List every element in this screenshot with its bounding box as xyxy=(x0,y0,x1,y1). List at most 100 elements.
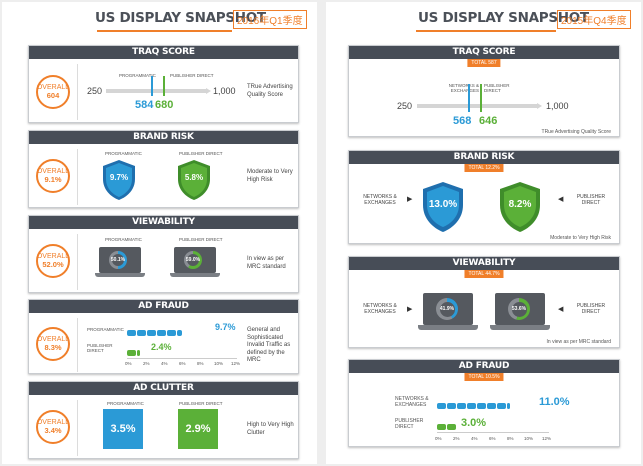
right-traq-header: TRAQ SCORE xyxy=(349,46,619,59)
prog-robot-row xyxy=(127,324,183,342)
robot-icon xyxy=(507,402,510,409)
scale-rail xyxy=(106,89,206,93)
pub-label: PUBLISHER DIRECT xyxy=(179,401,223,406)
robot-icon xyxy=(437,402,446,409)
pub-value: 59.0% xyxy=(186,254,200,266)
right-traq-total: TOTAL 587 xyxy=(467,59,501,67)
right-view-header: VIEWABILITY xyxy=(349,257,619,270)
arrow-left-icon: ◀ xyxy=(558,306,564,313)
overall-label: OVERALL xyxy=(36,419,70,427)
net-value: 41.9% xyxy=(439,301,455,317)
robot-icon xyxy=(477,402,486,409)
left-brand-card: BRAND RISK OVERALL 9.1% PROGRAMMATIC PUB… xyxy=(28,130,299,208)
tick: 4% xyxy=(161,361,168,366)
overall-value: 52.0% xyxy=(42,259,64,269)
pub-label: PUBLISHER DIRECT xyxy=(87,343,113,353)
prog-laptop-base xyxy=(95,273,145,277)
tick: 12% xyxy=(542,436,552,441)
right-title-underline xyxy=(416,30,556,32)
divider xyxy=(77,64,78,120)
overall-value: 3.4% xyxy=(44,425,62,435)
scale-rail xyxy=(417,104,537,108)
pub-label: PUBLISHER DIRECT xyxy=(576,303,606,316)
tick: 10% xyxy=(214,361,224,366)
tick: 10% xyxy=(524,436,534,441)
scale-max: 1,000 xyxy=(546,101,569,111)
fraud-axis xyxy=(127,358,237,359)
pub-value: 3.0% xyxy=(461,417,487,429)
tick: 0% xyxy=(435,436,442,441)
prog-shield-icon xyxy=(103,160,135,200)
left-clutter-header: AD CLUTTER xyxy=(29,382,298,395)
robot-icon xyxy=(457,402,466,409)
pub-label: PUBLISHER DIRECT xyxy=(179,237,223,242)
left-traq-card: TRAQ SCORE OVERALL 604 PROGRAMMATIC PUBL… xyxy=(28,45,299,123)
left-clutter-card: AD CLUTTER OVERALL 3.4% PROGRAMMATIC PUB… xyxy=(28,381,299,459)
arrow-left-icon: ◀ xyxy=(558,196,564,203)
pub-value: 646 xyxy=(479,115,498,127)
scale-min: 250 xyxy=(87,86,103,96)
fraud-note: General and Sophisticated Invalid Traffi… xyxy=(247,327,291,363)
net-label: NETWORKS & EXCHANGES xyxy=(363,194,397,207)
divider xyxy=(77,318,78,372)
pub-value: 680 xyxy=(155,99,174,111)
robot-icon xyxy=(437,423,446,430)
left-fraud-header: AD FRAUD xyxy=(29,300,298,313)
robot-icon xyxy=(127,349,136,356)
net-label: NETWORKS & EXCHANGES xyxy=(363,303,397,316)
right-quarter-badge: 2015年Q4季度 xyxy=(557,10,631,29)
prog-label: PROGRAMMATIC xyxy=(105,151,142,156)
pub-donut: 53.6% xyxy=(508,298,530,320)
prog-value: 3.5% xyxy=(103,409,143,449)
overall-value: 9.1% xyxy=(44,174,62,184)
prog-value: 584 xyxy=(135,99,154,111)
left-snapshot-panel: US DISPLAY SNAPSHOT 2016年Q1季度 TRAQ SCORE… xyxy=(2,2,317,464)
right-fraud-total: TOTAL 10.5% xyxy=(464,373,504,381)
left-quarter-badge: 2016年Q1季度 xyxy=(233,10,307,29)
pub-robot-row xyxy=(127,344,141,362)
robot-icon xyxy=(137,349,140,356)
right-fraud-card: AD FRAUD TOTAL 10.5% NETWORKS & EXCHANGE… xyxy=(348,359,620,447)
prog-label: PROGRAMMATIC xyxy=(119,73,156,78)
scale-min: 250 xyxy=(397,101,413,111)
net-value: 568 xyxy=(453,115,472,127)
net-value: 11.0% xyxy=(539,396,570,408)
left-view-header: VIEWABILITY xyxy=(29,216,298,229)
prog-label: PROGRAMMATIC xyxy=(87,327,124,332)
robot-icon xyxy=(467,402,476,409)
robot-icon xyxy=(137,329,146,336)
clutter-note: High to Very High Clutter xyxy=(247,422,294,436)
overall-value: 604 xyxy=(46,90,60,100)
pub-shield-icon xyxy=(178,160,210,200)
divider xyxy=(77,234,78,290)
view-note: In view as per MRC standard xyxy=(546,339,611,345)
robot-icon xyxy=(487,402,496,409)
overall-value: 8.3% xyxy=(44,342,62,352)
robot-icon xyxy=(447,423,456,430)
tick: 4% xyxy=(471,436,478,441)
pub-shield-icon xyxy=(500,182,540,232)
right-brand-header: BRAND RISK xyxy=(349,151,619,164)
net-value: 13.0% xyxy=(428,199,458,210)
pub-label: PUBLISHER DIRECT xyxy=(576,194,606,207)
right-snapshot-panel: US DISPLAY SNAPSHOT 2015年Q4季度 TRAQ SCORE… xyxy=(326,2,641,464)
tick: 2% xyxy=(143,361,150,366)
left-clutter-overall: OVERALL 3.4% xyxy=(36,410,70,444)
left-view-overall: OVERALL 52.0% xyxy=(36,244,70,278)
net-marker xyxy=(467,84,470,112)
left-title-underline xyxy=(97,30,232,32)
traq-note: TRue Advertising Quality Score xyxy=(247,84,293,98)
robot-icon xyxy=(157,329,166,336)
pub-label: PUBLISHER DIRECT xyxy=(395,418,424,430)
prog-donut: 50.1% xyxy=(109,251,127,269)
right-title: US DISPLAY SNAPSHOT xyxy=(418,10,589,26)
fraud-axis xyxy=(437,432,549,433)
overall-label: OVERALL xyxy=(36,253,70,261)
tick: 6% xyxy=(489,436,496,441)
left-traq-header: TRAQ SCORE xyxy=(29,46,298,59)
scale-max: 1,000 xyxy=(213,86,236,96)
robot-icon xyxy=(447,402,456,409)
overall-label: OVERALL xyxy=(36,84,70,92)
prog-value: 9.7% xyxy=(215,322,236,332)
pub-label: PUBLISHER DIRECT xyxy=(170,73,214,78)
